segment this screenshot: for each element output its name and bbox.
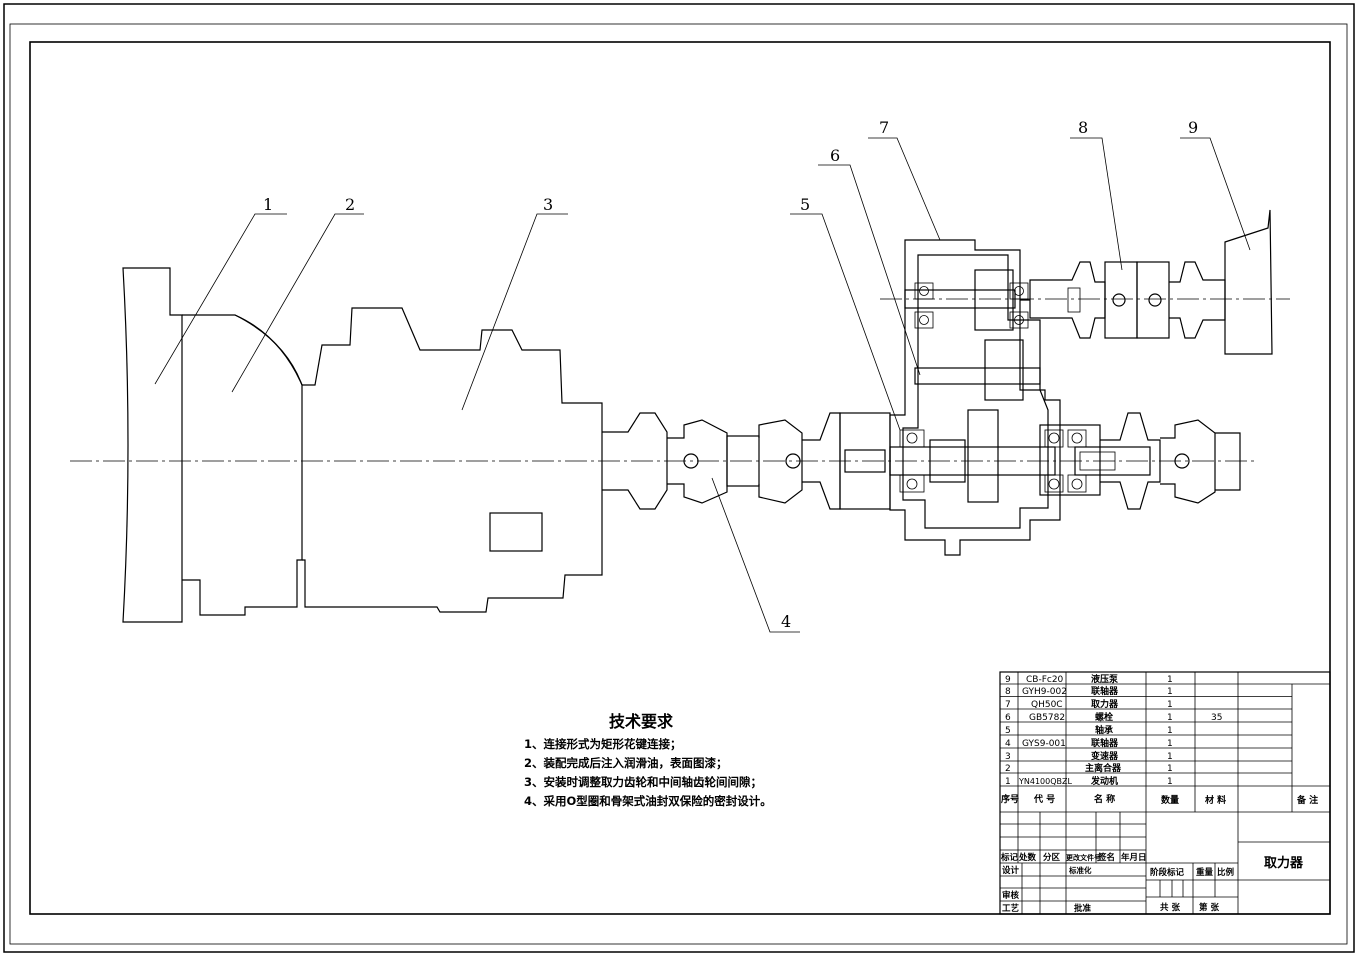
pto-output-flange bbox=[1039, 412, 1241, 510]
bom-row-3-code: QH50C bbox=[1031, 700, 1063, 710]
bom-row-9-name: 发动机 bbox=[1090, 775, 1118, 787]
note-item-2: 2、装配完成后注入润滑油，表面图漆； bbox=[524, 756, 728, 770]
bom-row-6-qty: 1 bbox=[1167, 739, 1173, 749]
engine-outline bbox=[122, 267, 183, 623]
rev-header-mark: 标记 bbox=[1000, 852, 1019, 863]
bom-row-5-name: 轴承 bbox=[1095, 724, 1113, 736]
bom-row-1-code: CB-Fc20 bbox=[1026, 675, 1064, 685]
bom-row-4-no: 6 bbox=[1005, 713, 1011, 723]
tb-scale: 比例 bbox=[1217, 867, 1235, 878]
leader-lines bbox=[154, 137, 1251, 633]
hydraulic-pump-drawing bbox=[1224, 209, 1273, 355]
bom-row-3-name: 取力器 bbox=[1091, 698, 1119, 710]
rev-header-date: 年月日 bbox=[1121, 852, 1147, 863]
gearbox-output-shaft bbox=[602, 412, 668, 510]
coupling-8-drawing bbox=[1020, 261, 1226, 339]
part-label-7: 7 bbox=[879, 118, 889, 137]
bom-row-2-qty: 1 bbox=[1167, 687, 1173, 697]
bom-row-8-name: 主离合器 bbox=[1085, 762, 1122, 774]
bom-row-2-name: 联轴器 bbox=[1091, 685, 1119, 697]
tb-sheets-total: 共 张 bbox=[1160, 902, 1180, 913]
technical-notes: 技术要求 1、连接形式为矩形花键连接； 2、装配完成后注入润滑油，表面图漆； 3… bbox=[524, 712, 772, 808]
part-label-8: 8 bbox=[1078, 118, 1088, 137]
part-label-2: 2 bbox=[345, 195, 355, 214]
bom-row-7-qty: 1 bbox=[1167, 752, 1173, 762]
part-number-labels: 1 2 3 4 5 6 7 8 9 bbox=[263, 118, 1198, 631]
bom-row-9-code: YN4100QBZL bbox=[1018, 777, 1072, 786]
bom-row-8-qty: 1 bbox=[1167, 764, 1173, 774]
tb-design: 设计 bbox=[1002, 865, 1020, 876]
bom-row-6-name: 联轴器 bbox=[1091, 737, 1119, 749]
rev-header-count: 处数 bbox=[1018, 852, 1037, 863]
part-label-5: 5 bbox=[800, 195, 810, 214]
bom-header-no: 序号 bbox=[1001, 793, 1019, 805]
note-item-3: 3、安装时调整取力齿轮和中间轴齿轮间间隙； bbox=[524, 775, 762, 789]
bom-row-5-no: 5 bbox=[1005, 726, 1011, 736]
bom-row-2-no: 8 bbox=[1005, 687, 1011, 697]
tb-process: 工艺 bbox=[1002, 903, 1020, 914]
title-block: 标记 处数 分区 更改文件号 签名 年月日 设计 标准化 审核 工艺 批准 阶段… bbox=[1000, 812, 1330, 914]
tb-stage-mark: 阶段标记 bbox=[1150, 867, 1185, 878]
bom-row-2-code: GYH9-002 bbox=[1022, 687, 1067, 697]
note-item-4: 4、采用O型圈和骨架式油封双保险的密封设计。 bbox=[524, 794, 772, 808]
part-label-6: 6 bbox=[830, 146, 840, 165]
gearbox-outline bbox=[302, 307, 603, 613]
bom-row-7-name: 变速器 bbox=[1091, 750, 1119, 762]
bom-row-6-code: GYS9-001 bbox=[1022, 739, 1066, 749]
part-label-4: 4 bbox=[781, 612, 791, 631]
bom-row-3-qty: 1 bbox=[1167, 700, 1173, 710]
drawing-name: 取力器 bbox=[1264, 855, 1304, 871]
bom-row-5-qty: 1 bbox=[1167, 726, 1173, 736]
bom-row-4-material: 35 bbox=[1211, 713, 1222, 723]
bom-row-4-name: 螺栓 bbox=[1095, 711, 1113, 723]
tb-sheet-no: 第 张 bbox=[1199, 902, 1219, 913]
tb-standard: 标准化 bbox=[1068, 865, 1092, 875]
note-item-1: 1、连接形式为矩形花键连接； bbox=[524, 737, 682, 751]
tb-approve: 批准 bbox=[1074, 903, 1092, 914]
bom-header-code: 代 号 bbox=[1033, 793, 1055, 805]
rev-header-zone: 分区 bbox=[1043, 852, 1061, 863]
bom-header-remark: 备 注 bbox=[1296, 794, 1318, 806]
part-label-1: 1 bbox=[263, 195, 273, 214]
bom-table: 9 CB-Fc20 液压泵 1 8 GYH9-002 联轴器 1 7 QH50C… bbox=[999, 671, 1331, 915]
bom-row-1-qty: 1 bbox=[1167, 675, 1173, 685]
drawing-frame bbox=[3, 3, 1355, 953]
tb-weight: 重量 bbox=[1196, 867, 1214, 878]
pto-housing-drawing bbox=[839, 239, 1061, 556]
bom-row-6-no: 4 bbox=[1005, 739, 1011, 749]
bom-row-1-no: 9 bbox=[1005, 675, 1011, 685]
bom-header-name: 名 称 bbox=[1094, 793, 1115, 805]
bom-header-material: 材 料 bbox=[1204, 794, 1226, 806]
clutch-housing-outline bbox=[182, 314, 303, 616]
bom-header-qty: 数量 bbox=[1161, 794, 1179, 806]
bom-row-4-code: GB5782 bbox=[1029, 713, 1065, 723]
rev-header-doc: 更改文件号 bbox=[1066, 853, 1101, 862]
part-label-3: 3 bbox=[543, 195, 553, 214]
bom-row-3-no: 7 bbox=[1005, 700, 1011, 710]
notes-title: 技术要求 bbox=[609, 712, 674, 731]
bom-row-9-qty: 1 bbox=[1167, 777, 1173, 787]
tb-review: 审核 bbox=[1002, 890, 1020, 901]
part-label-9: 9 bbox=[1188, 118, 1198, 137]
bom-row-9-no: 1 bbox=[1005, 777, 1011, 787]
bom-row-8-no: 2 bbox=[1005, 764, 1011, 774]
rev-header-sign: 签名 bbox=[1097, 852, 1115, 863]
bom-row-4-qty: 1 bbox=[1167, 713, 1173, 723]
bom-row-7-no: 3 bbox=[1005, 752, 1011, 762]
bom-row-1-name: 液压泵 bbox=[1091, 673, 1119, 685]
